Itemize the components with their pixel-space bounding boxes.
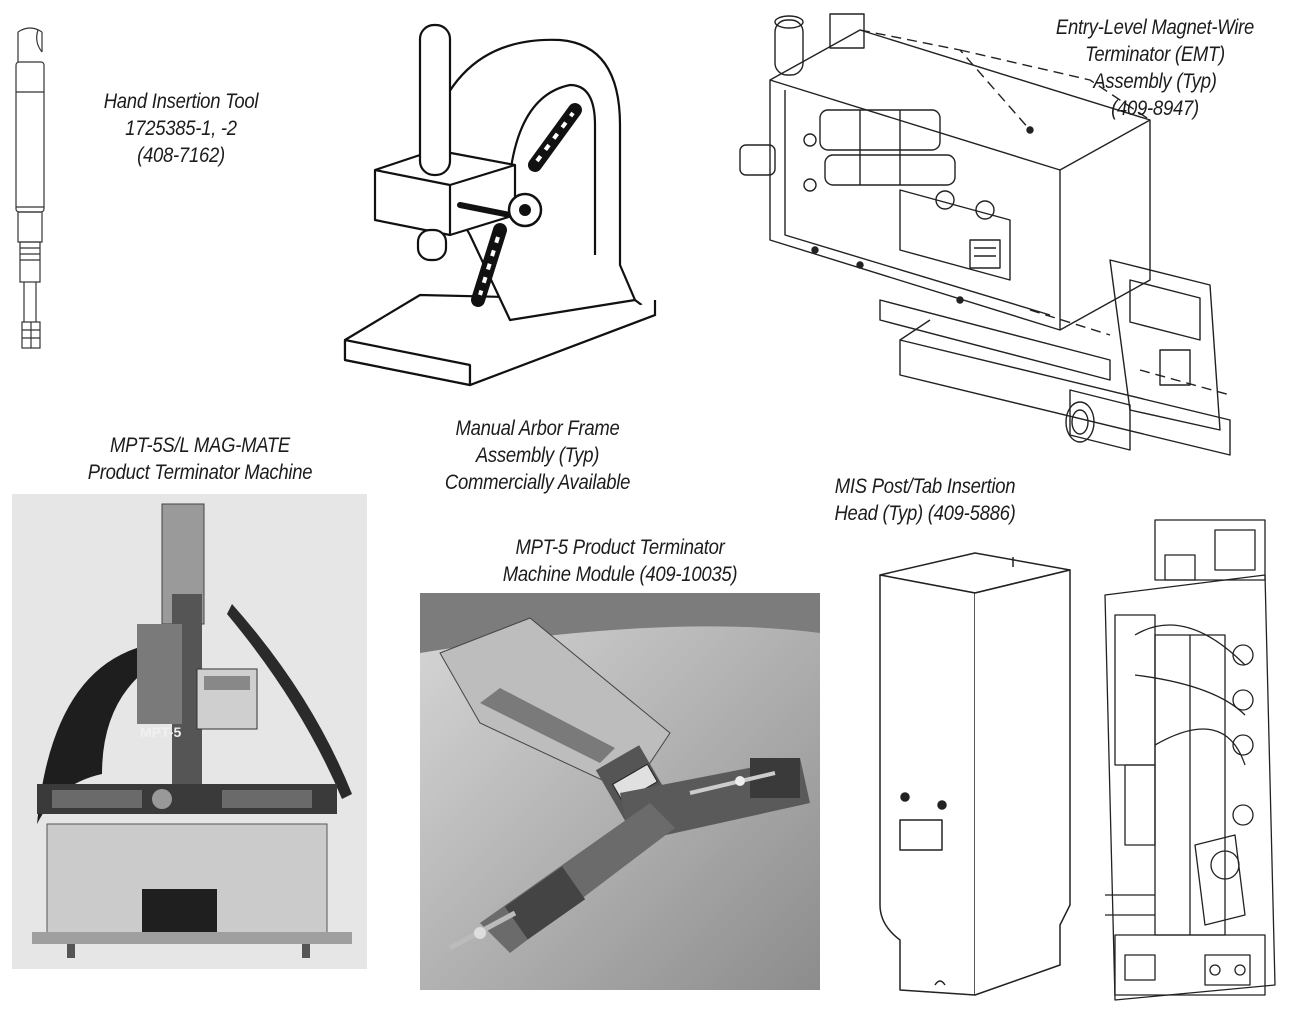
mpt5sl-machine-photo: MPT-5 bbox=[12, 494, 367, 969]
caption-line: MPT-5S/L MAG-MATE bbox=[109, 434, 291, 457]
caption-line: Machine Module (409-10035) bbox=[502, 563, 738, 586]
caption-line: Manual Arbor Frame bbox=[455, 417, 620, 440]
emt-assembly-icon bbox=[730, 10, 1260, 470]
mpt5-caption: MPT-5 Product Terminator Machine Module … bbox=[479, 534, 761, 588]
caption-line: (408-7162) bbox=[137, 144, 225, 167]
caption-line: Head (Typ) (409-5886) bbox=[834, 502, 1016, 525]
caption-line: MPT-5 Product Terminator bbox=[515, 536, 725, 559]
emt-caption: Entry-Level Magnet-Wire Terminator (EMT)… bbox=[1036, 14, 1274, 122]
hand-insertion-tool-icon bbox=[4, 22, 52, 362]
caption-line: MIS Post/Tab Insertion bbox=[834, 475, 1016, 498]
mpt5sl-caption: MPT-5S/L MAG-MATE Product Terminator Mac… bbox=[64, 432, 337, 486]
arbor-frame-caption: Manual Arbor Frame Assembly (Typ) Commer… bbox=[417, 415, 659, 496]
mis-caption: MIS Post/Tab Insertion Head (Typ) (409-5… bbox=[806, 473, 1044, 527]
caption-line: Commercially Available bbox=[444, 471, 631, 494]
caption-line: Assembly (Typ) bbox=[475, 444, 600, 467]
caption-line: Entry-Level Magnet-Wire bbox=[1055, 16, 1255, 39]
caption-line: Hand Insertion Tool bbox=[103, 90, 259, 113]
mpt5-module-photo bbox=[420, 593, 820, 990]
mis-cover-icon bbox=[875, 545, 1075, 1005]
machine-body-label: MPT-5 bbox=[140, 724, 181, 740]
caption-line: 1725385-1, -2 bbox=[125, 117, 237, 140]
hand-tool-caption: Hand Insertion Tool 1725385-1, -2 (408-7… bbox=[80, 88, 282, 169]
caption-line: Product Terminator Machine bbox=[87, 461, 313, 484]
caption-line: (409-8947) bbox=[1111, 97, 1199, 120]
caption-line: Assembly (Typ) bbox=[1093, 70, 1217, 93]
mis-internal-mechanism-icon bbox=[1095, 515, 1285, 1010]
caption-line: Terminator (EMT) bbox=[1085, 43, 1225, 66]
arbor-press-icon bbox=[330, 15, 670, 410]
